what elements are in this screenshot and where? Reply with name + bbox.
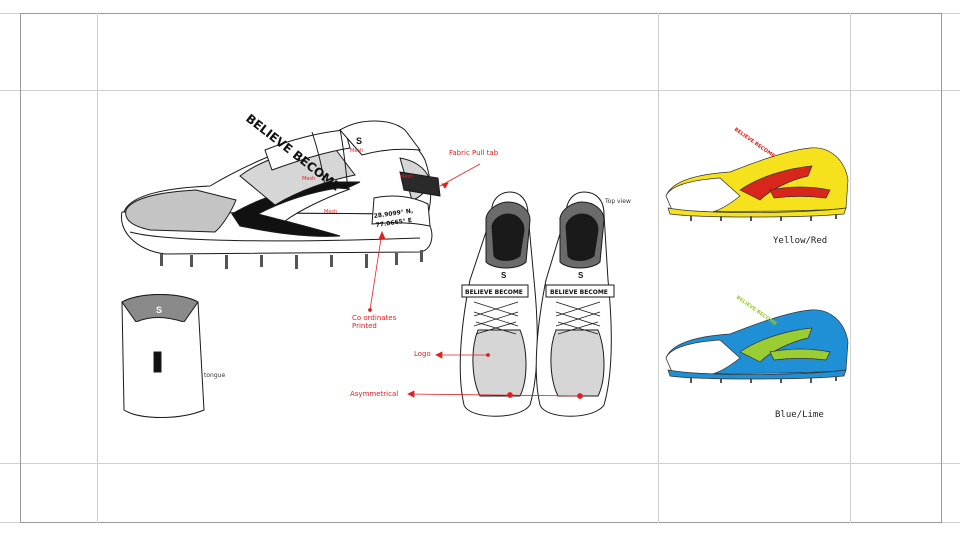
mesh-label-2: Mesh <box>400 174 413 180</box>
logo-label: Logo <box>414 350 431 358</box>
grid-line-mid-lower <box>0 463 960 464</box>
side-view-shoe: S <box>120 120 441 269</box>
coordinates-printed-label-2: Printed <box>352 322 377 330</box>
top-view-right-shoe: S <box>535 191 615 417</box>
tongue-drawing: S <box>121 294 205 418</box>
tongue-label: tongue <box>204 372 226 379</box>
shoe-blue-lime-icon <box>665 309 849 383</box>
fabric-pull-tab-label: Fabric Pull tab <box>449 149 499 157</box>
grid-col-3 <box>850 13 851 523</box>
mesh-label-1: Mesh <box>350 148 363 154</box>
colorway-label-blue-lime: Blue/Lime <box>775 410 824 420</box>
coordinates-printed-label-1: Co ordinates <box>352 314 397 322</box>
svg-text:S: S <box>578 271 584 280</box>
top-view-left-shoe: S <box>459 191 538 417</box>
colorway-label-yellow-red: Yellow/Red <box>773 236 828 246</box>
top-view-label: Top view <box>605 198 631 205</box>
yellow-shoe-branding: BELIEVE BECOME <box>733 127 776 160</box>
asymmetrical-label: Asymmetrical <box>350 390 399 398</box>
blue-shoe-branding: BELIEVE BECOME <box>735 295 778 328</box>
annotation-arrows <box>368 163 481 312</box>
mesh-label-4: Mesh <box>302 176 315 182</box>
grid-col-1 <box>97 13 98 523</box>
shoe-yellow-red-icon <box>665 147 849 221</box>
grid-col-2 <box>658 13 659 523</box>
top-strap-text-right: BELIEVE BECOME <box>550 289 608 296</box>
top-strap-text-left: BELIEVE BECOME <box>465 289 523 296</box>
mesh-label-3: Mesh <box>324 209 337 215</box>
page-frame <box>20 13 942 523</box>
grid-line-mid-upper <box>0 90 960 91</box>
svg-text:S: S <box>356 136 362 146</box>
svg-text:S: S <box>501 271 507 280</box>
svg-text:S: S <box>156 305 162 315</box>
top-view-arrows <box>407 351 583 399</box>
